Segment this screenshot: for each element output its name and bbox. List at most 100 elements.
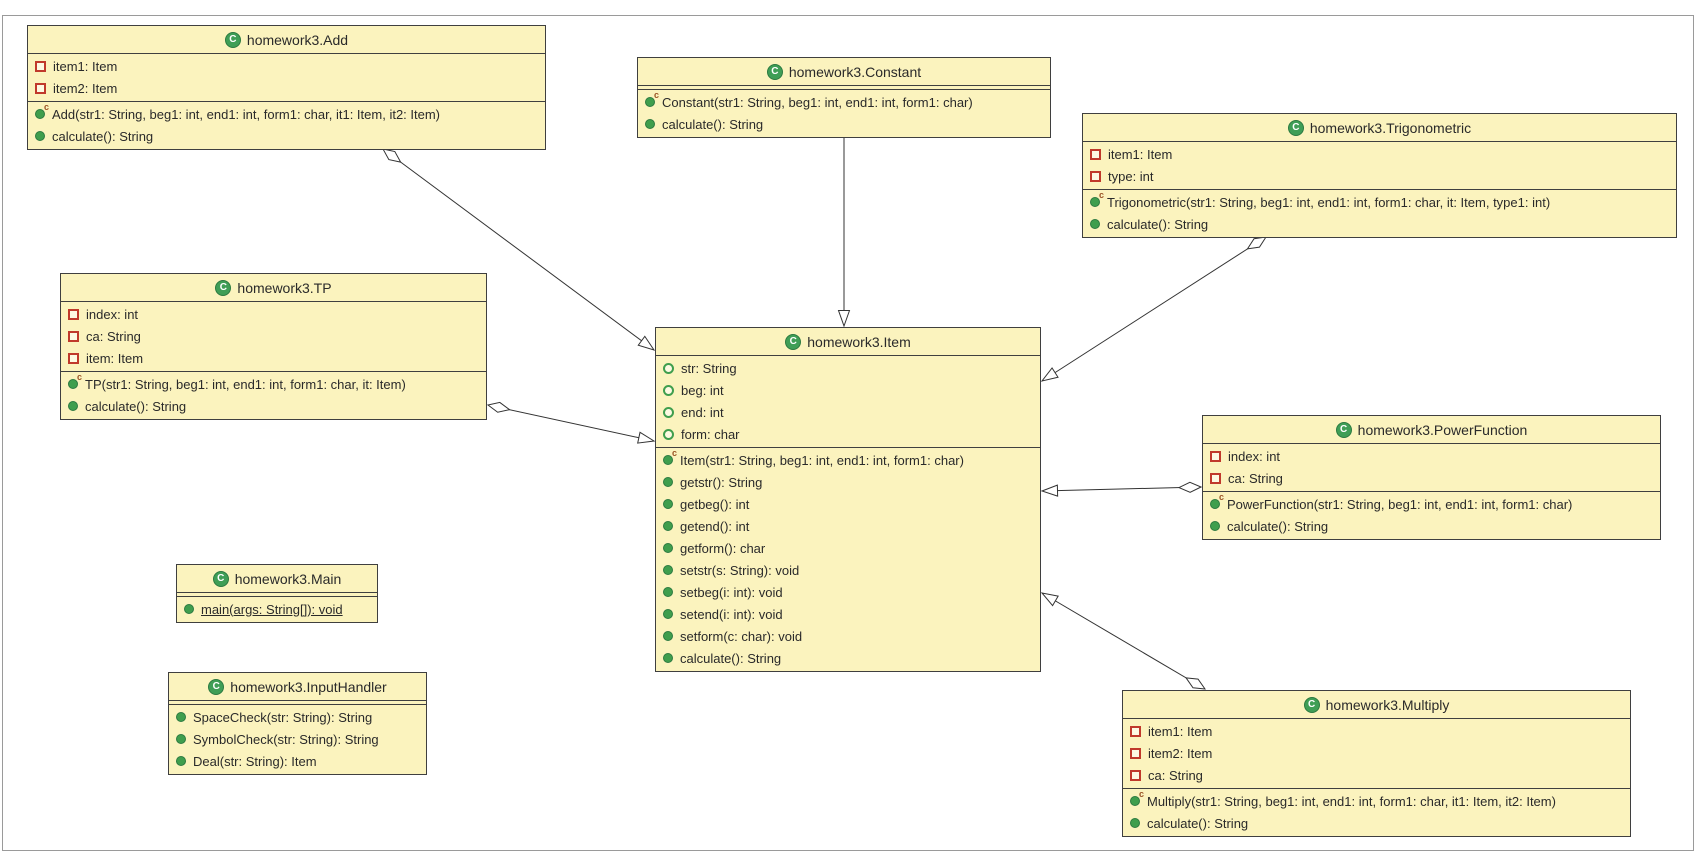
method-text: calculate(): String <box>680 650 782 666</box>
field-text: item2: Item <box>1148 745 1213 761</box>
field-row[interactable]: index: int <box>1203 445 1660 467</box>
field-row[interactable]: item: Item <box>61 347 486 369</box>
methods-section: SpaceCheck(str: String): String SymbolCh… <box>169 704 426 774</box>
field-row[interactable]: item1: Item <box>28 55 545 77</box>
private-field-icon <box>35 60 46 72</box>
class-title-bar: C homework3.InputHandler <box>169 673 426 700</box>
method-row[interactable]: main(args: String[]): void <box>177 598 377 620</box>
class-box-powerfunction[interactable]: C homework3.PowerFunction index: int ca:… <box>1202 415 1661 540</box>
method-text: calculate(): String <box>1147 815 1249 831</box>
class-box-main[interactable]: C homework3.Main main(args: String[]): v… <box>176 564 378 623</box>
method-row[interactable]: Deal(str: String): Item <box>169 750 426 772</box>
method-text: SpaceCheck(str: String): String <box>193 709 373 725</box>
field-row[interactable]: item1: Item <box>1123 720 1630 742</box>
method-row[interactable]: SymbolCheck(str: String): String <box>169 728 426 750</box>
fields-section: item1: Item type: int <box>1083 141 1676 189</box>
class-title-bar: C homework3.PowerFunction <box>1203 416 1660 443</box>
method-text: calculate(): String <box>85 398 187 414</box>
edge-trigonometric-item[interactable] <box>1042 237 1266 381</box>
method-row[interactable]: calculate(): String <box>61 395 486 417</box>
fields-section: str: String beg: int end: int form: char <box>656 355 1040 447</box>
field-row[interactable]: ca: String <box>1123 764 1630 786</box>
method-row[interactable]: calculate(): String <box>638 113 1050 135</box>
class-title-bar: C homework3.TP <box>61 274 486 301</box>
method-text: SymbolCheck(str: String): String <box>193 731 379 747</box>
method-row[interactable]: getstr(): String <box>656 471 1040 493</box>
edge-powerfunction-item[interactable] <box>1042 487 1201 491</box>
field-text: item2: Item <box>53 80 118 96</box>
method-row[interactable]: calculate(): String <box>28 125 545 147</box>
package-field-icon <box>663 406 674 418</box>
class-name: homework3.Multiply <box>1325 696 1450 713</box>
method-row[interactable]: calculate(): String <box>1123 812 1630 834</box>
method-text: calculate(): String <box>52 128 154 144</box>
public-method-icon <box>663 565 673 575</box>
method-row[interactable]: getend(): int <box>656 515 1040 537</box>
class-icon: C <box>1303 696 1320 713</box>
fields-section: index: int ca: String <box>1203 443 1660 491</box>
class-icon: C <box>1287 119 1304 136</box>
method-text: PowerFunction(str1: String, beg1: int, e… <box>1227 496 1573 512</box>
method-row[interactable]: calculate(): String <box>1203 515 1660 537</box>
fields-section-empty <box>638 85 1050 89</box>
field-row[interactable]: item2: Item <box>1123 742 1630 764</box>
fields-section: item1: Item item2: Item <box>28 53 545 101</box>
method-row[interactable]: setstr(s: String): void <box>656 559 1040 581</box>
method-text: calculate(): String <box>1227 518 1329 534</box>
field-row[interactable]: form: char <box>656 423 1040 445</box>
package-field-icon <box>663 362 674 374</box>
class-title-bar: C homework3.Add <box>28 26 545 53</box>
method-text: getbeg(): int <box>680 496 750 512</box>
fields-section: item1: Item item2: Item ca: String <box>1123 718 1630 788</box>
field-row[interactable]: item2: Item <box>28 77 545 99</box>
field-row[interactable]: item1: Item <box>1083 143 1676 165</box>
class-box-inputhandler[interactable]: C homework3.InputHandler SpaceCheck(str:… <box>168 672 427 775</box>
class-title-bar: C homework3.Constant <box>638 58 1050 85</box>
fields-section-empty <box>169 700 426 704</box>
public-method-icon <box>663 543 673 553</box>
field-row[interactable]: end: int <box>656 401 1040 423</box>
class-box-trigonometric[interactable]: C homework3.Trigonometric item1: Item ty… <box>1082 113 1677 238</box>
method-row[interactable]: SpaceCheck(str: String): String <box>169 706 426 728</box>
edge-add-item[interactable] <box>383 149 654 350</box>
class-name: homework3.PowerFunction <box>1357 421 1528 438</box>
method-row[interactable]: calculate(): String <box>656 647 1040 669</box>
method-row[interactable]: setend(i: int): void <box>656 603 1040 625</box>
public-method-icon <box>663 653 673 663</box>
field-row[interactable]: type: int <box>1083 165 1676 187</box>
field-row[interactable]: beg: int <box>656 379 1040 401</box>
class-box-add[interactable]: C homework3.Add item1: Item item2: Item … <box>27 25 546 150</box>
private-field-icon <box>1210 472 1221 484</box>
edge-tp-item[interactable] <box>488 405 654 441</box>
class-icon: C <box>1335 421 1352 438</box>
fields-section-empty <box>177 592 377 596</box>
methods-section: main(args: String[]): void <box>177 596 377 622</box>
class-box-item[interactable]: C homework3.Item str: String beg: int en… <box>655 327 1041 672</box>
public-method-icon <box>663 587 673 597</box>
private-field-icon <box>1130 747 1141 759</box>
field-row[interactable]: ca: String <box>1203 467 1660 489</box>
field-row[interactable]: index: int <box>61 303 486 325</box>
field-row[interactable]: str: String <box>656 357 1040 379</box>
method-row[interactable]: calculate(): String <box>1083 213 1676 235</box>
class-box-multiply[interactable]: C homework3.Multiply item1: Item item2: … <box>1122 690 1631 837</box>
edge-multiply-item[interactable] <box>1042 593 1205 689</box>
class-icon: C <box>785 333 802 350</box>
method-row[interactable]: setbeg(i: int): void <box>656 581 1040 603</box>
class-box-tp[interactable]: C homework3.TP index: int ca: String ite… <box>60 273 487 420</box>
field-row[interactable]: ca: String <box>61 325 486 347</box>
method-row[interactable]: setform(c: char): void <box>656 625 1040 647</box>
class-name: homework3.Main <box>234 570 342 587</box>
method-row[interactable]: getbeg(): int <box>656 493 1040 515</box>
method-row[interactable]: getform(): char <box>656 537 1040 559</box>
